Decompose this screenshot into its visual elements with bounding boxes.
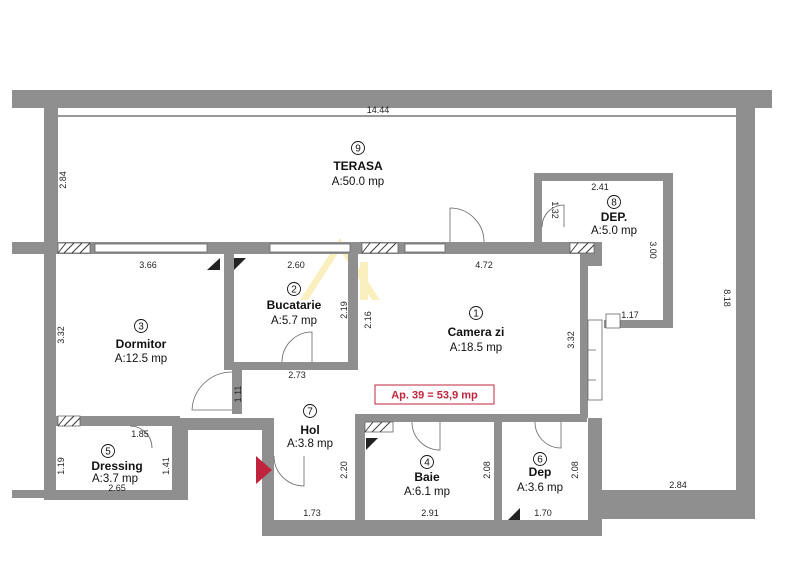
- room-bucatarie: 2 Bucatarie A:5.7 mp: [267, 282, 322, 327]
- dim-dressing-side: 1.41: [161, 457, 171, 475]
- room-name: Dormitor: [116, 337, 167, 351]
- dim-living-width: 4.72: [475, 260, 493, 270]
- room-name: Hol: [300, 423, 319, 437]
- dim-dressing-depth: 1.19: [56, 457, 66, 475]
- room-name: DEP.: [601, 210, 627, 224]
- dim-dep8-height: 3.00: [648, 241, 658, 259]
- door-swings: [129, 207, 596, 487]
- dim-dep8-window: 1.17: [621, 310, 639, 320]
- room-name: Dep: [529, 465, 552, 479]
- dim-terrace-right: 2.84: [669, 480, 687, 490]
- dim-bedroom-depth: 3.32: [56, 326, 66, 344]
- hatched-columns: [57, 242, 595, 520]
- dim-dep8-door: 1.32: [550, 201, 560, 219]
- room-number: 2: [291, 285, 297, 296]
- dim-bedroom-width: 3.66: [139, 260, 157, 270]
- terrace-outline: [12, 90, 772, 519]
- room-area: A:18.5 mp: [450, 342, 502, 354]
- dim-kitchen-side: 2.16: [363, 311, 373, 329]
- dim-hall-gap: 1.11: [233, 386, 243, 403]
- room-area: A:12.5 mp: [115, 353, 167, 365]
- room-number: 6: [537, 455, 543, 466]
- room-area: A:3.8 mp: [287, 438, 333, 450]
- room-dormitor: 3 Dormitor A:12.5 mp: [115, 319, 167, 365]
- dim-dressing-door: 1.85: [131, 429, 149, 439]
- room-number: 7: [307, 407, 313, 418]
- dim-living-depth: 3.32: [566, 331, 576, 349]
- dim-kitchen-width: 2.60: [287, 260, 305, 270]
- room-name: Bucatarie: [267, 298, 322, 312]
- dim-dep-width: 1.70: [534, 508, 552, 518]
- room-area: A:3.7 mp: [92, 473, 138, 485]
- storage-dep-8-walls: [534, 173, 673, 329]
- room-number: 9: [355, 144, 361, 155]
- room-number: 8: [611, 198, 617, 209]
- dim-total-depth: 8.18: [722, 289, 732, 307]
- dim-bath-width: 2.91: [421, 508, 439, 518]
- room-hol: 7 Hol A:3.8 mp: [287, 404, 333, 450]
- dim-hall-width: 1.73: [303, 508, 321, 518]
- room-area: A:3.6 mp: [517, 482, 563, 494]
- room-number: 5: [105, 447, 111, 458]
- room-area: A:50.0 mp: [332, 176, 384, 188]
- room-dressing: 5 Dressing A:3.7 mp: [91, 444, 143, 485]
- dim-terrace-depth: 2.84: [58, 171, 68, 189]
- room-number: 3: [138, 322, 144, 333]
- apartment-walls: [12, 242, 602, 536]
- dimension-labels: 14.44 2.84 2.41 1.32 3.00 8.18 1.17 3.66…: [56, 105, 732, 518]
- apartment-total-label: Ap. 39 = 53,9 mp: [391, 390, 478, 402]
- apartment-total-badge: Ap. 39 = 53,9 mp: [374, 384, 495, 405]
- dim-kitchen-depth: 2.19: [339, 301, 349, 319]
- dim-dep-depth: 2.08: [570, 461, 580, 479]
- dim-dep8-width: 2.41: [591, 182, 609, 192]
- room-baie: 4 Baie A:6.1 mp: [404, 455, 450, 498]
- room-terasa: 9 TERASA A:50.0 mp: [332, 141, 384, 188]
- entrance-arrow-icon: [256, 456, 272, 484]
- room-camera-zi: 1 Camera zi A:18.5 mp: [448, 306, 505, 354]
- dim-terrace-width: 14.44: [367, 105, 390, 115]
- room-area: A:5.7 mp: [271, 315, 317, 327]
- dim-dressing-width: 2.65: [108, 483, 126, 493]
- room-number: 4: [424, 458, 430, 469]
- room-area: A:5.0 mp: [591, 225, 637, 237]
- room-name: Dressing: [91, 459, 142, 473]
- room-dep-8: 8 DEP. A:5.0 mp: [591, 195, 637, 237]
- room-number: 1: [473, 309, 479, 320]
- dim-kitchen-bottom: 2.73: [288, 370, 306, 380]
- dim-bath-depth: 2.08: [482, 461, 492, 479]
- watermark-logo: [300, 238, 380, 300]
- room-area: A:6.1 mp: [404, 486, 450, 498]
- room-dep-6: 6 Dep A:3.6 mp: [517, 452, 563, 494]
- room-name: Camera zi: [448, 325, 505, 339]
- room-name: Baie: [414, 470, 440, 484]
- room-name: TERASA: [333, 159, 383, 173]
- dim-hall-depth: 2.20: [339, 461, 349, 479]
